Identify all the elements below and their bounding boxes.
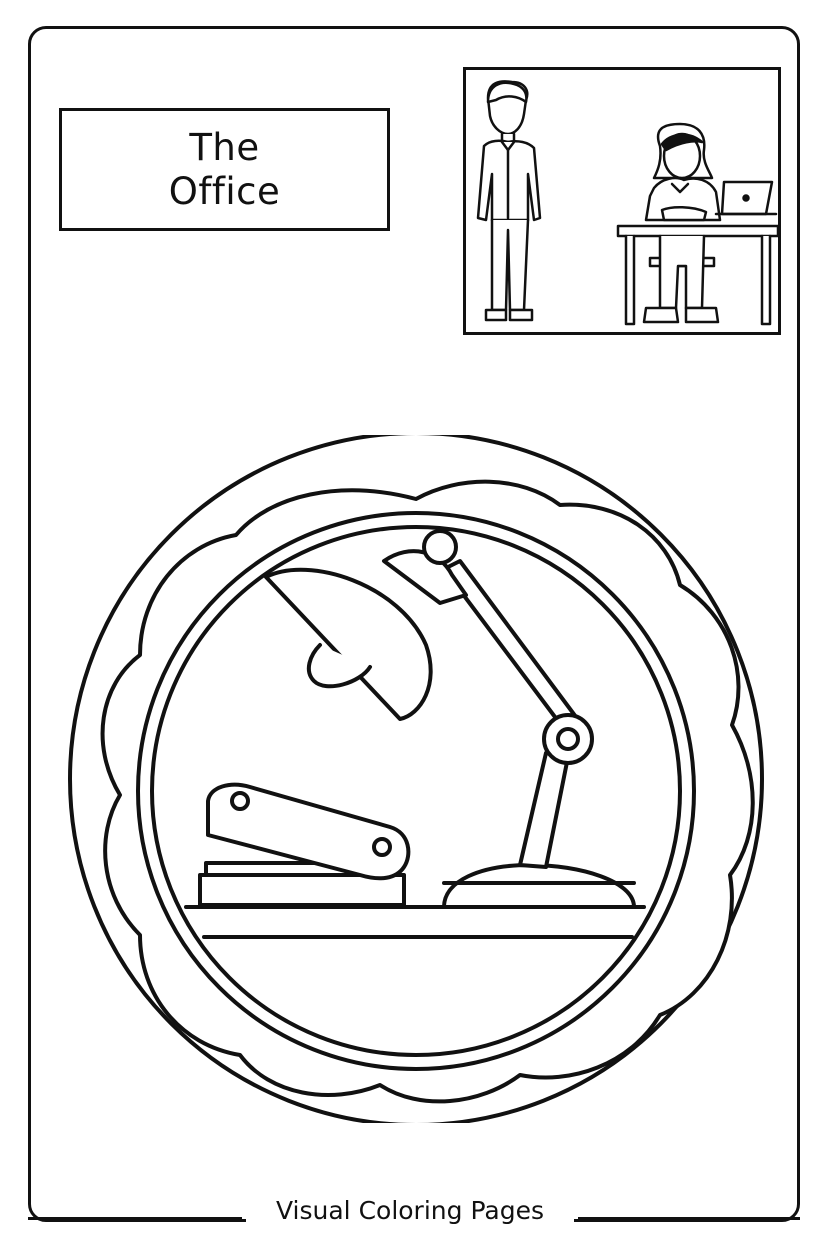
inner-ring <box>150 525 682 1057</box>
outer-ring <box>68 435 764 1123</box>
title-line-2: Office <box>168 169 281 213</box>
office-scene-panel <box>463 67 781 335</box>
footer-text: Visual Coloring Pages <box>246 1196 574 1225</box>
title-line-1: The <box>189 125 260 169</box>
office-emblem-drawing <box>68 435 764 1123</box>
standing-man-icon <box>476 80 542 322</box>
title-box: The Office <box>59 108 390 231</box>
footer: Visual Coloring Pages <box>0 1194 832 1234</box>
footer-divider-left <box>28 1217 242 1220</box>
footer-divider-right <box>578 1217 800 1220</box>
office-scene-drawing <box>476 80 778 326</box>
inner-ring-outer <box>136 511 696 1071</box>
desk-lamp-icon <box>264 529 636 909</box>
stapler-icon <box>198 782 411 907</box>
office-emblem <box>60 435 772 1123</box>
woman-at-desk-icon <box>616 122 778 326</box>
